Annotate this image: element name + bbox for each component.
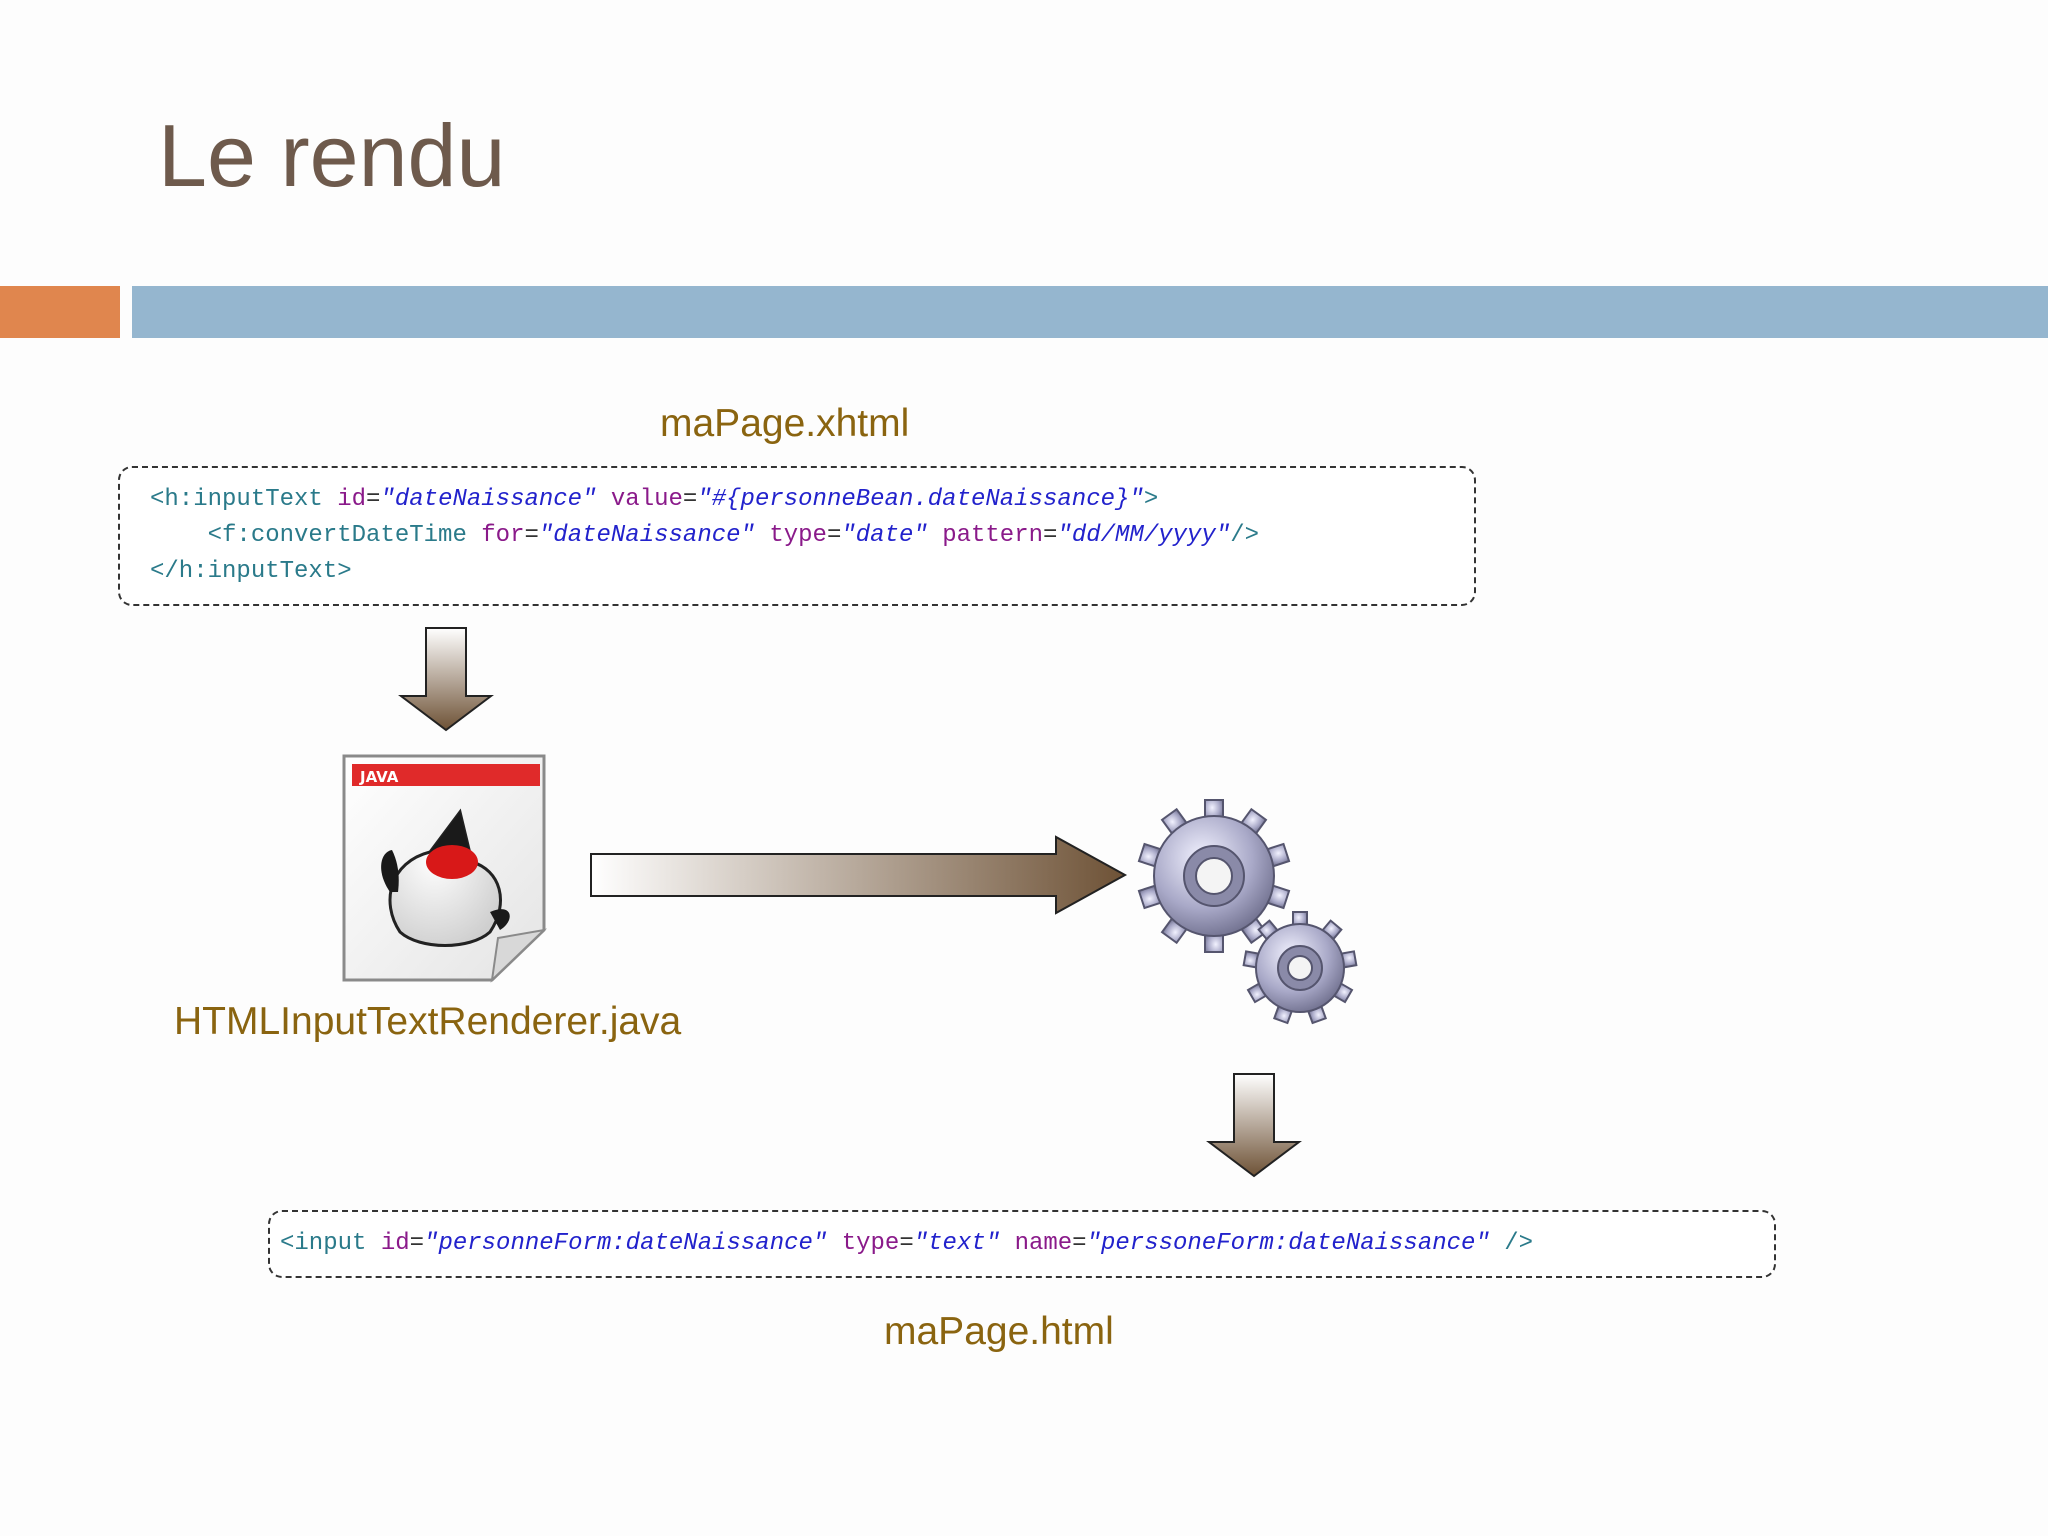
java-badge-text: JAVA [359,768,399,786]
down-arrow-icon [1206,1073,1302,1178]
code-token: type [841,1230,900,1257]
code-token: "dateNaissance" [380,486,597,513]
output-code-line: <input id="personneForm:dateNaissance" t… [280,1230,1533,1257]
code-token: "perssoneForm:dateNaissance" [1086,1230,1490,1257]
code-token [928,522,942,549]
code-token: = [1043,522,1058,549]
code-token: = [682,486,698,513]
output-filename-label: maPage.html [884,1310,1114,1353]
source-code-line: </h:inputText> [150,558,352,585]
code-token: </h:inputText> [150,558,352,585]
gears-icon [1130,790,1370,1030]
code-token: id [380,1230,410,1257]
code-token: > [1143,486,1159,513]
source-code-line: <f:convertDateTime for="dateNaissance" t… [150,522,1259,549]
down-arrow-icon [398,627,494,732]
code-token [755,522,769,549]
code-token: "dd/MM/yyyy" [1057,522,1231,549]
output-code-box: <input id="personneForm:dateNaissance" t… [268,1210,1776,1278]
slide-title: Le rendu [158,106,506,205]
accent-bar-orange [0,286,120,338]
code-token: = [409,1230,425,1257]
code-token: "#{personneBean.dateNaissance}" [697,486,1144,513]
right-arrow-icon [590,835,1128,915]
code-token: /> [1230,522,1260,549]
code-token: "text" [913,1230,1001,1257]
code-token: <f:convertDateTime [150,522,482,549]
code-token: name [1014,1230,1073,1257]
code-token: = [826,522,842,549]
code-token [827,1230,841,1257]
code-token: /> [1504,1230,1534,1257]
code-token [1000,1230,1014,1257]
code-token: pattern [942,522,1044,549]
code-token: id [337,486,367,513]
code-token: <input [280,1230,381,1257]
java-file-icon: JAVA [340,752,550,984]
code-token: value [610,486,683,513]
code-token: = [366,486,381,513]
renderer-filename-label: HTMLInputTextRenderer.java [174,1000,682,1043]
code-token: <h:inputText [150,486,338,513]
source-filename-label: maPage.xhtml [660,402,910,445]
code-token: type [769,522,827,549]
code-token: = [524,522,539,549]
code-token: "dateNaissance" [538,522,755,549]
source-code-box: <h:inputText id="dateNaissance" value="#… [118,466,1476,606]
code-token: = [899,1230,914,1257]
code-token [1490,1230,1504,1257]
code-token: "personneForm:dateNaissance" [424,1230,828,1257]
source-code-line: <h:inputText id="dateNaissance" value="#… [150,486,1158,513]
code-token: = [1072,1230,1087,1257]
code-token: for [481,522,525,549]
accent-bar-blue [132,286,2048,338]
code-token [597,486,611,513]
code-token: "date" [841,522,928,549]
